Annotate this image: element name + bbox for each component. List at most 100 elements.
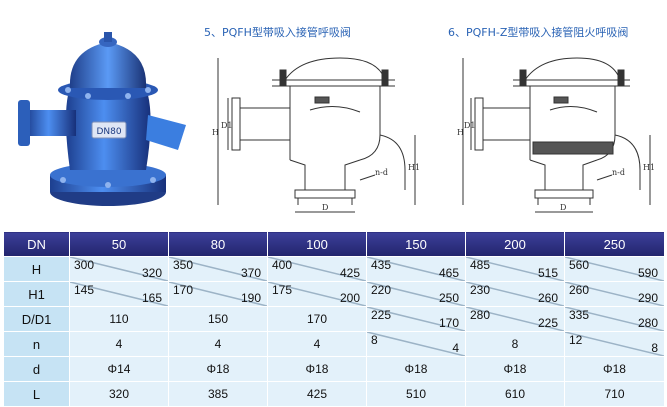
caption-model-5: 5、PQFH型带吸入接管呼吸阀 — [204, 26, 351, 39]
diagonal-divider — [70, 257, 168, 281]
cell-value-lower: 515 — [537, 266, 558, 280]
cell-value-lower: 320 — [141, 266, 162, 280]
header-cell: DN — [3, 231, 70, 257]
cell-value-upper: 230 — [470, 283, 491, 297]
cell-value-lower: 165 — [141, 291, 162, 305]
table-cell: 485 515 — [465, 256, 565, 282]
dim-d: D — [560, 203, 566, 212]
diagonal-divider — [169, 282, 267, 306]
diagonal-divider — [70, 282, 168, 306]
dim-h1: H1 — [643, 163, 655, 172]
table-cell: 12 8 — [564, 331, 665, 357]
dim-nd: n-d — [375, 168, 388, 177]
table-cell: 425 — [267, 381, 367, 407]
dim-nd: n-d — [612, 168, 625, 177]
split-cell: 300 320 — [70, 257, 168, 281]
split-cell: 335 280 — [565, 307, 664, 331]
header-cell: 80 — [168, 231, 268, 257]
header-cell: 250 — [564, 231, 665, 257]
diagonal-divider — [367, 257, 465, 281]
diagonal-divider — [565, 282, 664, 306]
diagonal-divider — [367, 332, 465, 356]
cell-value-lower: 290 — [637, 291, 658, 305]
split-cell: 12 8 — [565, 332, 664, 356]
split-cell: 175 200 — [268, 282, 366, 306]
table-header-row: DN 50 80 100 150 200 250 — [3, 231, 665, 257]
table-cell: 710 — [564, 381, 665, 407]
diagonal-divider — [268, 257, 366, 281]
diagonal-divider — [565, 332, 664, 356]
cell-value-lower: 425 — [339, 266, 360, 280]
cell-value-lower: 225 — [537, 316, 558, 330]
row-label: D/D1 — [3, 306, 70, 332]
table-cell: 110 — [69, 306, 169, 332]
diagonal-divider — [466, 307, 564, 331]
technical-drawing-pqfh-z: H D1 H1 D n-d — [457, 57, 655, 213]
cell-value-upper: 435 — [371, 258, 392, 272]
header-cell: 150 — [366, 231, 466, 257]
dim-d1: D1 — [221, 121, 233, 130]
table-cell: 170 190 — [168, 281, 268, 307]
cell-value-lower: 8 — [651, 341, 658, 355]
table-cell: 4 — [267, 331, 367, 357]
dim-h: H — [212, 128, 219, 137]
cell-value-upper: 560 — [569, 258, 590, 272]
split-cell: 560 590 — [565, 257, 664, 281]
dim-d: D — [322, 203, 328, 212]
row-label: H — [3, 256, 70, 282]
table-cell: 335 280 — [564, 306, 665, 332]
cell-value-upper: 170 — [173, 283, 194, 297]
cell-value-upper: 175 — [272, 283, 293, 297]
cell-value-lower: 590 — [637, 266, 658, 280]
table-cell: 8 — [465, 331, 565, 357]
diagonal-divider — [169, 257, 267, 281]
table-cell: 300 320 — [69, 256, 169, 282]
diagonal-divider — [268, 282, 366, 306]
table-cell: 510 — [366, 381, 466, 407]
cell-value-lower: 190 — [240, 291, 261, 305]
split-cell: 170 190 — [169, 282, 267, 306]
product-illustrations: DN80 5、PQFH型带吸入接管呼吸阀 6、PQFH-Z型带吸入接管阻火呼吸阀 — [18, 26, 655, 213]
cell-value-lower: 280 — [637, 316, 658, 330]
cell-value-upper: 485 — [470, 258, 491, 272]
table-cell: 170 — [267, 306, 367, 332]
table-cell: Φ18 — [564, 356, 665, 382]
table-cell: Φ18 — [168, 356, 268, 382]
table-cell: 320 — [69, 381, 169, 407]
header-cell: 50 — [69, 231, 169, 257]
cell-value-upper: 260 — [569, 283, 590, 297]
cell-value-upper: 300 — [74, 258, 95, 272]
row-label: d — [3, 356, 70, 382]
cell-value-lower: 200 — [339, 291, 360, 305]
cell-value-upper: 12 — [569, 333, 583, 347]
diagonal-divider — [565, 257, 664, 281]
cell-value-lower: 170 — [438, 316, 459, 330]
technical-drawing-pqfh: H D1 H1 D n-d — [212, 57, 420, 213]
cell-value-lower: 260 — [537, 291, 558, 305]
table-cell: Φ18 — [465, 356, 565, 382]
dim-h: H — [457, 128, 464, 137]
table-cell: 4 — [69, 331, 169, 357]
table-cell: 385 — [168, 381, 268, 407]
table-cell: 175 200 — [267, 281, 367, 307]
cell-value-upper: 335 — [569, 308, 590, 322]
cell-value-lower: 4 — [452, 341, 459, 355]
header-cell: 100 — [267, 231, 367, 257]
dim-h1: H1 — [408, 163, 420, 172]
